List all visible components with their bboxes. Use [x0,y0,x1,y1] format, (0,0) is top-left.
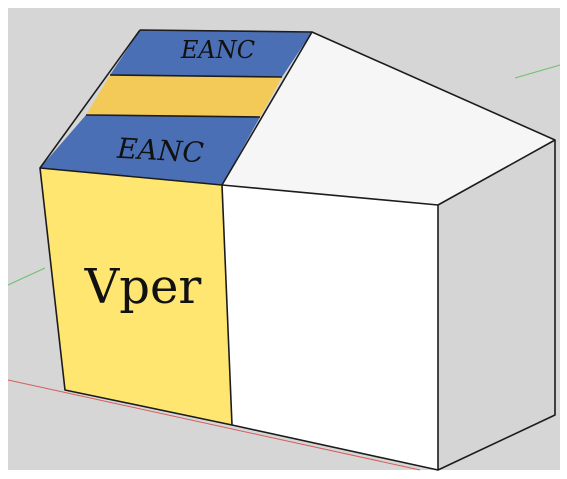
roof-slope-white[interactable] [222,32,555,205]
front-wall-white[interactable] [222,185,438,470]
roof-band-top-blue[interactable] [110,30,312,77]
green-axis-line-right [514,64,561,79]
front-wall-yellow[interactable] [40,168,232,425]
roof-bottom-band-label: EANC [115,132,204,170]
side-wall-gray[interactable] [438,140,555,470]
red-axis-line [7,379,421,471]
wall-split-edge [221,184,233,426]
ridge-split-edge [221,31,313,186]
roof-band-bottom-blue[interactable] [40,115,260,185]
eave-edge-left [39,167,223,186]
wall-left-label: Vper [84,259,202,315]
gable-edge [437,139,556,206]
roof-stripe-yellow[interactable] [86,75,282,117]
roof-top-band-label: EANC [180,36,255,64]
eave-edge-front [221,184,439,206]
model-edges [39,29,556,471]
stripe-edge-bottom [85,114,261,118]
green-axis-line-left [7,267,46,286]
stripe-edge-top [109,74,283,78]
